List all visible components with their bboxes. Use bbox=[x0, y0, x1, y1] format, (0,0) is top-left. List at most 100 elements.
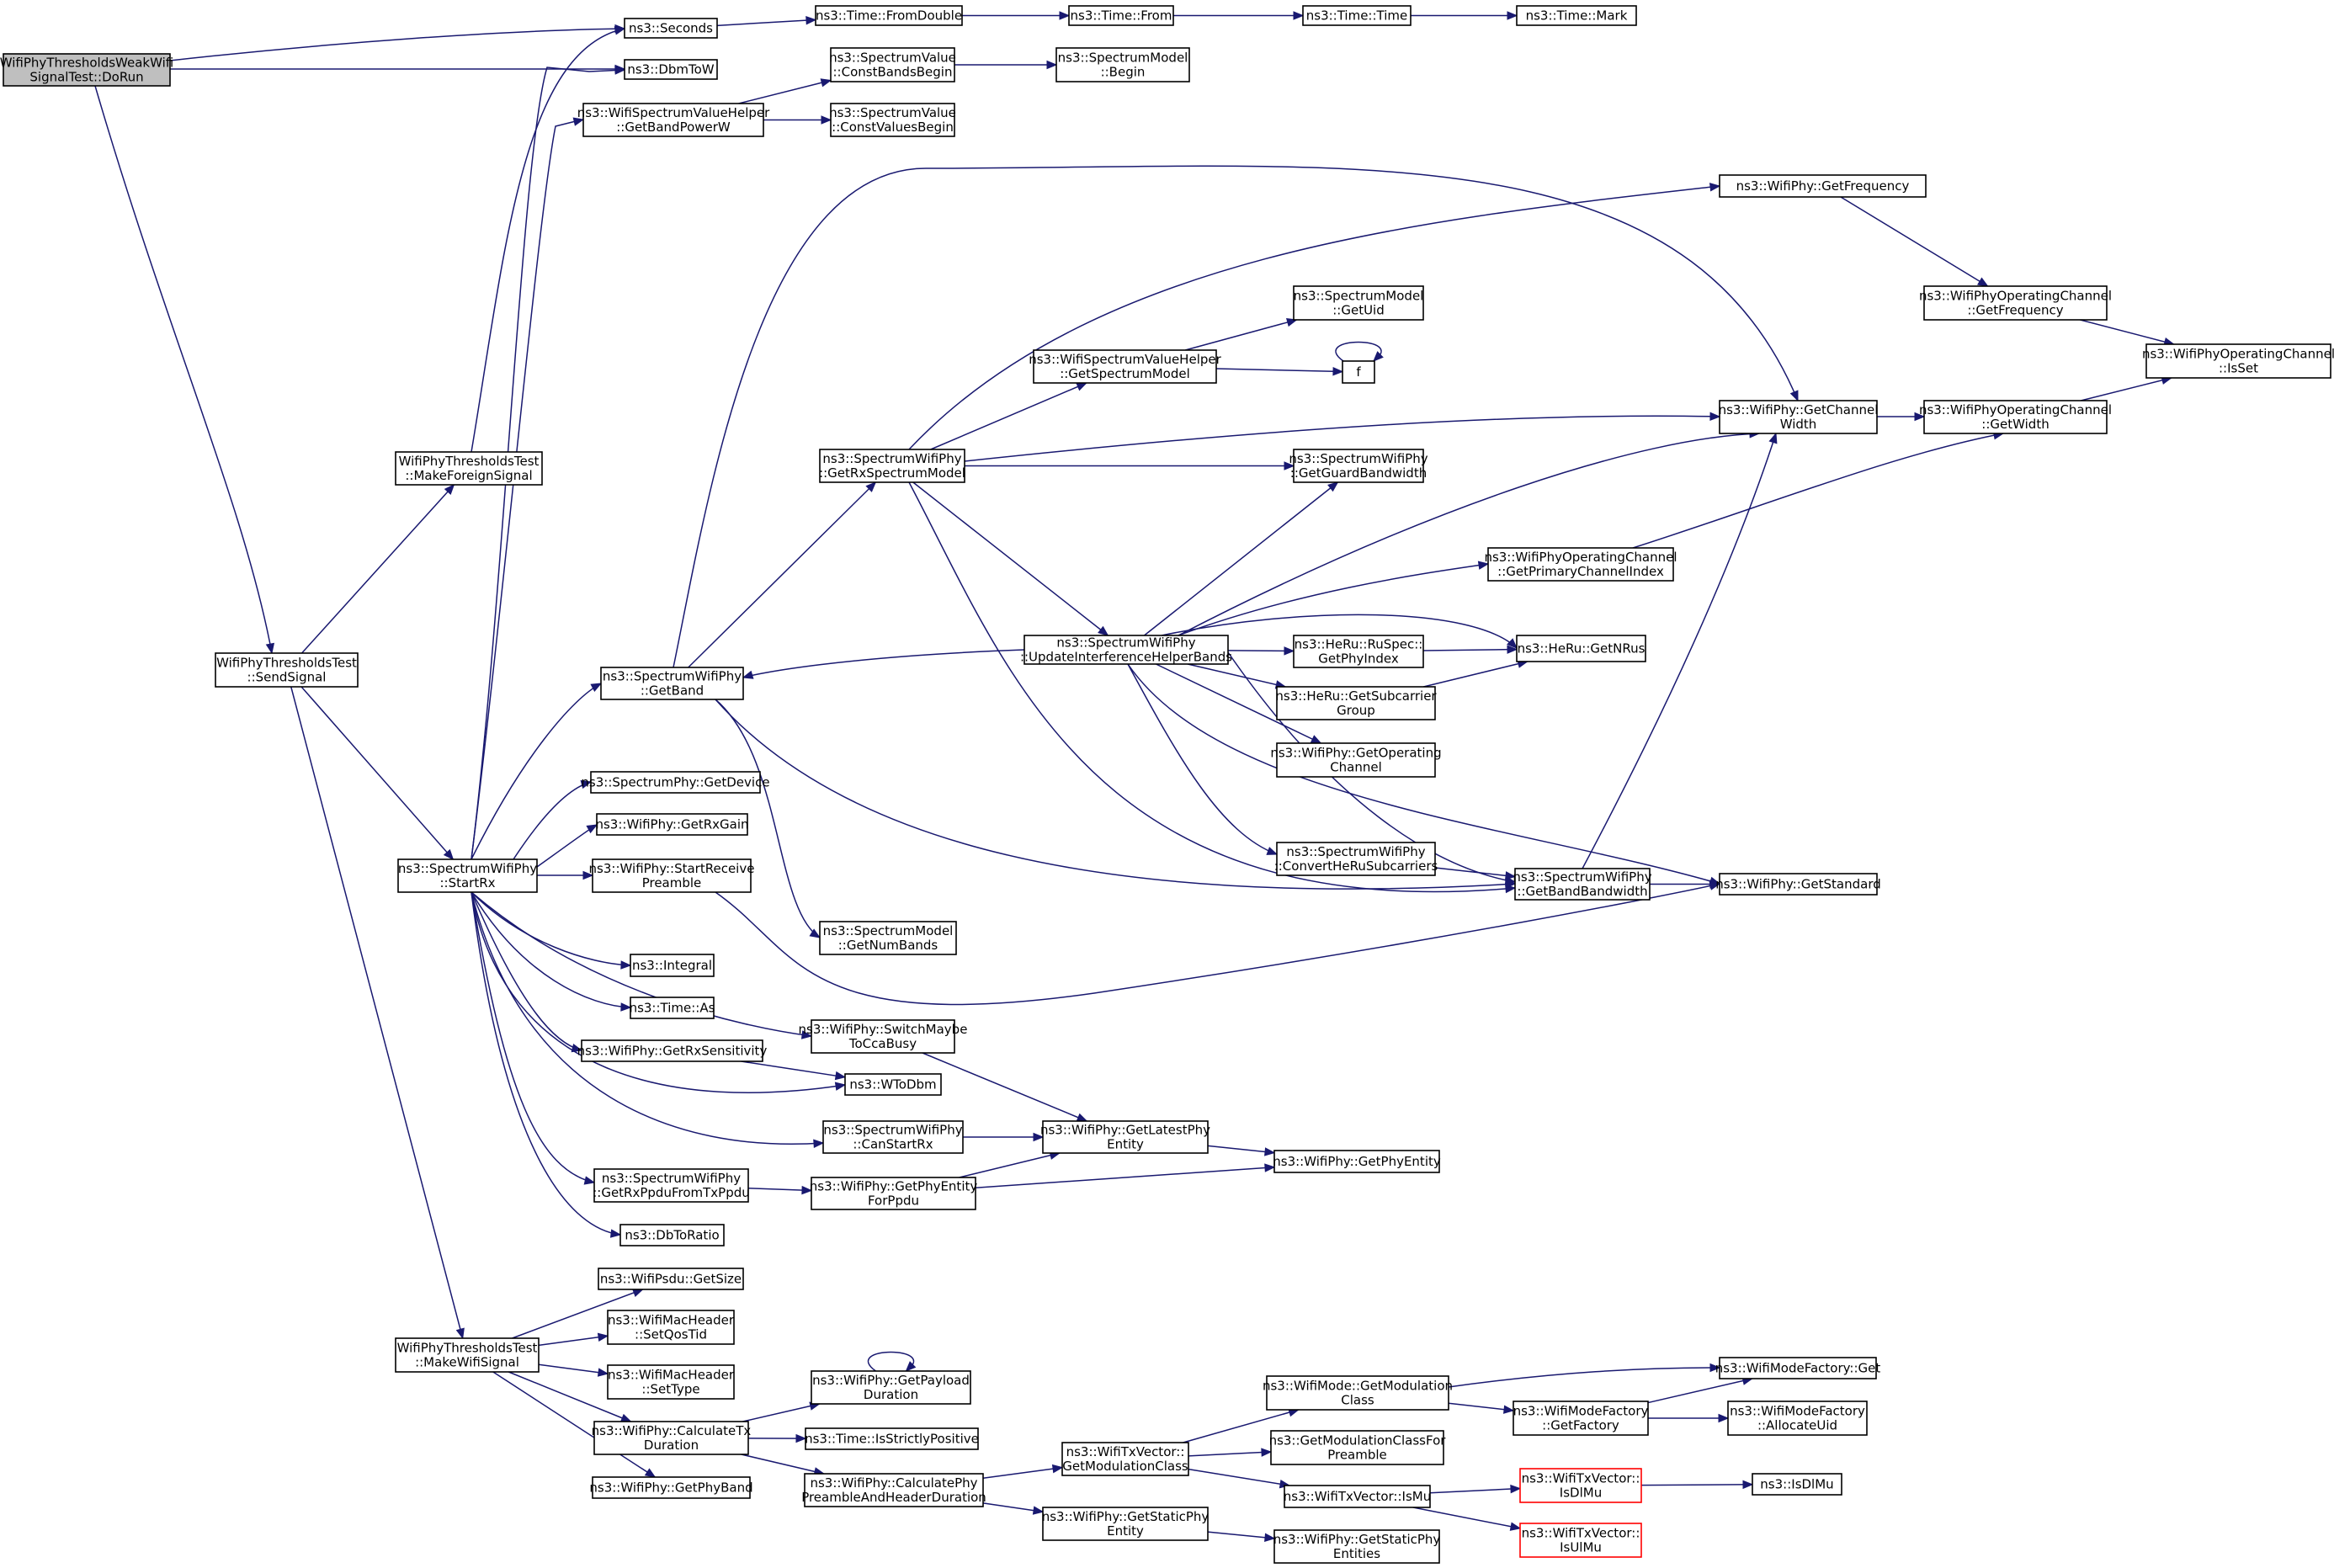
node-can-start-rx[interactable]: ns3::SpectrumWifiPhy::CanStartRx bbox=[822, 1120, 964, 1154]
node-get-standard[interactable]: ns3::WifiPhy::GetStandard bbox=[1715, 873, 1881, 896]
edge-UpdateInterference-to-GetOperatingChannel bbox=[1156, 663, 1322, 744]
node-get-modulation-class[interactable]: ns3::WifiMode::GetModulationClass bbox=[1263, 1375, 1453, 1411]
node-get-rx-spectrum-model[interactable]: ns3::SpectrumWifiPhy::GetRxSpectrumModel bbox=[819, 449, 965, 483]
node-is-strictly-positive[interactable]: ns3::Time::IsStrictlyPositive bbox=[805, 1427, 979, 1450]
node-get-band-bandwidth[interactable]: ns3::SpectrumWifiPhy::GetBandBandwidth bbox=[1513, 868, 1652, 901]
node-ocis-set[interactable]: ns3::WifiPhyOperatingChannel::IsSet bbox=[2142, 343, 2334, 379]
node-set-type[interactable]: ns3::WifiMacHeader::SetType bbox=[607, 1364, 735, 1400]
node-box bbox=[593, 1421, 749, 1455]
edge-line bbox=[688, 481, 876, 668]
node-smget-num-bands[interactable]: ns3::SpectrumModel::GetNumBands bbox=[819, 921, 957, 955]
node-wifi-mode-factory-get[interactable]: ns3::WifiModeFactory::Get bbox=[1715, 1357, 1881, 1379]
edge-GetLatestPhyEntity-to-GetPhyEntity bbox=[1207, 1145, 1276, 1156]
node-label: ns3::WifiPhy::GetPhyEntity bbox=[1273, 1154, 1441, 1169]
node-box bbox=[630, 954, 715, 977]
node-get-guard-bandwidth[interactable]: ns3::SpectrumWifiPhy::GetGuardBandwidth bbox=[1289, 449, 1428, 483]
node-get-phy-entity[interactable]: ns3::WifiPhy::GetPhyEntity bbox=[1273, 1150, 1441, 1173]
node-he-ru-get-nrus[interactable]: ns3::HeRu::GetNRus bbox=[1516, 635, 1646, 662]
node-ocget-width[interactable]: ns3::WifiPhyOperatingChannel::GetWidth bbox=[1919, 400, 2112, 434]
node-box bbox=[815, 5, 963, 26]
edge-line bbox=[964, 415, 1720, 462]
edge-line bbox=[959, 1152, 1061, 1178]
node-f[interactable]: f bbox=[1342, 360, 1375, 384]
edge-GetFrequency-to-OCGetFrequency bbox=[1840, 196, 1989, 287]
arrowhead bbox=[619, 1413, 632, 1422]
node-psdu-get-size[interactable]: ns3::WifiPsdu::GetSize bbox=[598, 1268, 744, 1290]
node-get-band[interactable]: ns3::SpectrumWifiPhy::GetBand bbox=[600, 667, 744, 700]
node-time-time[interactable]: ns3::Time::Time bbox=[1302, 5, 1412, 26]
node-start-rx[interactable]: ns3::SpectrumWifiPhy::StartRx bbox=[397, 858, 538, 893]
node-seconds[interactable]: ns3::Seconds bbox=[624, 18, 718, 39]
node-get-rx-ppdu-from-tx-ppdu[interactable]: ns3::SpectrumWifiPhy::GetRxPpduFromTxPpd… bbox=[593, 1168, 750, 1203]
node-wto-dbm[interactable]: ns3::WToDbm bbox=[844, 1073, 942, 1096]
node-set-qos-tid[interactable]: ns3::WifiMacHeader::SetQosTid bbox=[607, 1310, 735, 1345]
node-tx-vector-get-mod-class[interactable]: ns3::WifiTxVector::GetModulationClass bbox=[1061, 1442, 1189, 1476]
node-label: ns3::WifiPhy::GetChannel bbox=[1719, 402, 1879, 417]
node-get-spectrum-model[interactable]: ns3::WifiSpectrumValueHelper::GetSpectru… bbox=[1029, 349, 1222, 384]
node-label: Duration bbox=[864, 1387, 918, 1402]
node-is-dl-mu[interactable]: ns3::IsDlMu bbox=[1752, 1473, 1842, 1496]
edge-line bbox=[2080, 319, 2174, 345]
node-get-frequency[interactable]: ns3::WifiPhy::GetFrequency bbox=[1719, 174, 1927, 198]
node-label: ns3::WifiPhyOperatingChannel bbox=[1484, 550, 1677, 565]
arrowhead bbox=[583, 1176, 596, 1185]
arrowhead bbox=[597, 1368, 609, 1377]
edge-TxVectorGetModClass-to-GetModClassForPreamble bbox=[1188, 1448, 1273, 1457]
node-ru-get-phy-index[interactable]: ns3::HeRu::RuSpec::GetPhyIndex bbox=[1293, 635, 1424, 668]
node-time-mark[interactable]: ns3::Time::Mark bbox=[1516, 5, 1637, 26]
node-get-rx-sensitivity[interactable]: ns3::WifiPhy::GetRxSensitivity bbox=[577, 1039, 768, 1062]
edge-SendSignal-to-MakeForeignSignal bbox=[301, 484, 455, 654]
node-make-foreign-signal[interactable]: WifiPhyThresholdsTest::MakeForeignSignal bbox=[395, 451, 543, 486]
node-tx-vector-is-dl-mu[interactable]: ns3::WifiTxVector::IsDlMu bbox=[1519, 1468, 1642, 1503]
node-get-factory[interactable]: ns3::WifiModeFactory::GetFactory bbox=[1513, 1401, 1649, 1436]
node-dbm-to-w[interactable]: ns3::DbmToW bbox=[624, 59, 718, 80]
node-time-as[interactable]: ns3::Time::As bbox=[630, 997, 715, 1019]
node-make-wifi-signal[interactable]: WifiPhyThresholdsTest::MakeWifiSignal bbox=[395, 1337, 540, 1373]
edge-line bbox=[715, 883, 1720, 1006]
node-smbegin[interactable]: ns3::SpectrumModel::Begin bbox=[1055, 47, 1190, 82]
node-tx-vector-is-mu[interactable]: ns3::WifiTxVector::IsMu bbox=[1284, 1485, 1431, 1508]
node-get-band-power-w[interactable]: ns3::WifiSpectrumValueHelper::GetBandPow… bbox=[577, 103, 770, 137]
node-db-to-ratio[interactable]: ns3::DbToRatio bbox=[619, 1224, 725, 1246]
arrowhead bbox=[1789, 390, 1799, 402]
node-time-from[interactable]: ns3::Time::From bbox=[1068, 5, 1174, 26]
node-const-bands-begin[interactable]: ns3::SpectrumValue::ConstBandsBegin bbox=[829, 47, 956, 82]
node-convert-he-ru-subcarriers[interactable]: ns3::SpectrumWifiPhy::ConvertHeRuSubcarr… bbox=[1274, 842, 1438, 876]
node-label: ns3::WifiSpectrumValueHelper bbox=[1029, 352, 1221, 367]
node-send-signal[interactable]: WifiPhyThresholdsTest::SendSignal bbox=[215, 652, 359, 688]
node-label: ::ConstBandsBegin bbox=[832, 65, 952, 80]
node-box bbox=[1033, 349, 1217, 384]
node-get-rx-gain[interactable]: ns3::WifiPhy::GetRxGain bbox=[595, 813, 749, 836]
node-const-values-begin[interactable]: ns3::SpectrumValue::ConstValuesBegin bbox=[829, 103, 956, 137]
arrowhead bbox=[1284, 461, 1295, 470]
node-update-interference[interactable]: ns3::SpectrumWifiPhy::UpdateInterference… bbox=[1020, 635, 1232, 665]
node-label: GetModulationClass bbox=[1062, 1459, 1188, 1474]
node-get-phy-band[interactable]: ns3::WifiPhy::GetPhyBand bbox=[589, 1476, 753, 1499]
node-from-double[interactable]: ns3::Time::FromDouble bbox=[815, 5, 963, 26]
node-label: ::GetWidth bbox=[1981, 417, 2049, 432]
node-get-device[interactable]: ns3::SpectrumPhy::GetDevice bbox=[581, 771, 770, 794]
node-label: ns3::WifiPhy::GetOperating bbox=[1270, 746, 1441, 761]
node-do-run[interactable]: WifiPhyThresholdsWeakWifiSignalTest::DoR… bbox=[0, 53, 173, 87]
node-tx-vector-is-ul-mu[interactable]: ns3::WifiTxVector::IsUlMu bbox=[1519, 1523, 1642, 1558]
node-box bbox=[1293, 449, 1424, 483]
node-allocate-uid[interactable]: ns3::WifiModeFactory::AllocateUid bbox=[1727, 1401, 1868, 1436]
edge-line bbox=[716, 19, 816, 27]
node-ocget-frequency[interactable]: ns3::WifiPhyOperatingChannel::GetFrequen… bbox=[1919, 285, 2112, 321]
node-calc-phy-preamble[interactable]: ns3::WifiPhy::CalculatePhyPreambleAndHea… bbox=[801, 1473, 986, 1507]
node-smget-uid[interactable]: ns3::SpectrumModel::GetUid bbox=[1293, 285, 1424, 321]
node-get-primary-channel-index[interactable]: ns3::WifiPhyOperatingChannel::GetPrimary… bbox=[1484, 547, 1677, 582]
node-integral[interactable]: ns3::Integral bbox=[630, 954, 715, 977]
